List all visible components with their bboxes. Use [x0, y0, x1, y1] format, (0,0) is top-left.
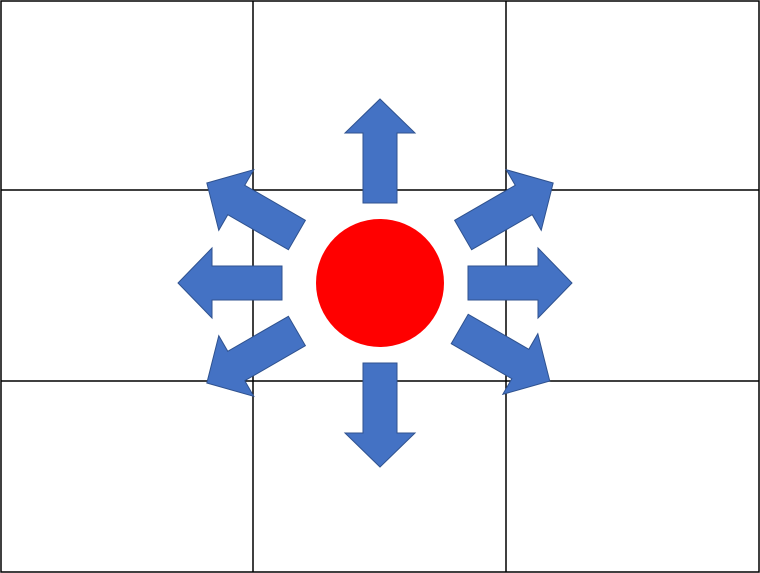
arrow-up-left-icon — [206, 168, 307, 251]
arrow-up-icon — [343, 98, 417, 204]
arrow-left-icon — [177, 246, 283, 320]
arrow-down-right-icon — [450, 313, 551, 396]
arrows — [177, 98, 573, 468]
arrow-down-icon — [343, 362, 417, 468]
arrow-down-left-icon — [206, 315, 307, 398]
center-red-circle — [316, 219, 444, 347]
arrow-up-right-icon — [453, 168, 554, 251]
arrow-right-icon — [467, 246, 573, 320]
